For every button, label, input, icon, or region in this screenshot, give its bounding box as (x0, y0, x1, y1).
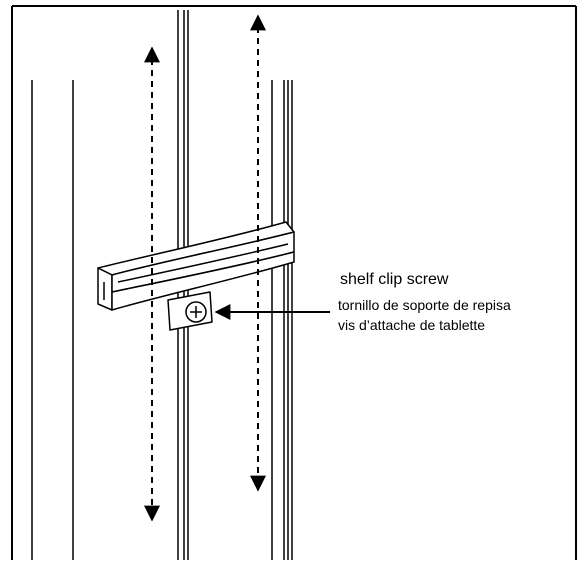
label-shelf-clip-screw: shelf clip screw (340, 271, 449, 288)
left-panel-lines (31, 80, 74, 560)
right-rail (271, 80, 293, 560)
screw-icon (185, 301, 207, 323)
label-french: vis d’attache de tablette (338, 317, 485, 333)
label-spanish: tornillo de soporte de repisa (338, 297, 511, 313)
outer-frame (11, 5, 577, 560)
